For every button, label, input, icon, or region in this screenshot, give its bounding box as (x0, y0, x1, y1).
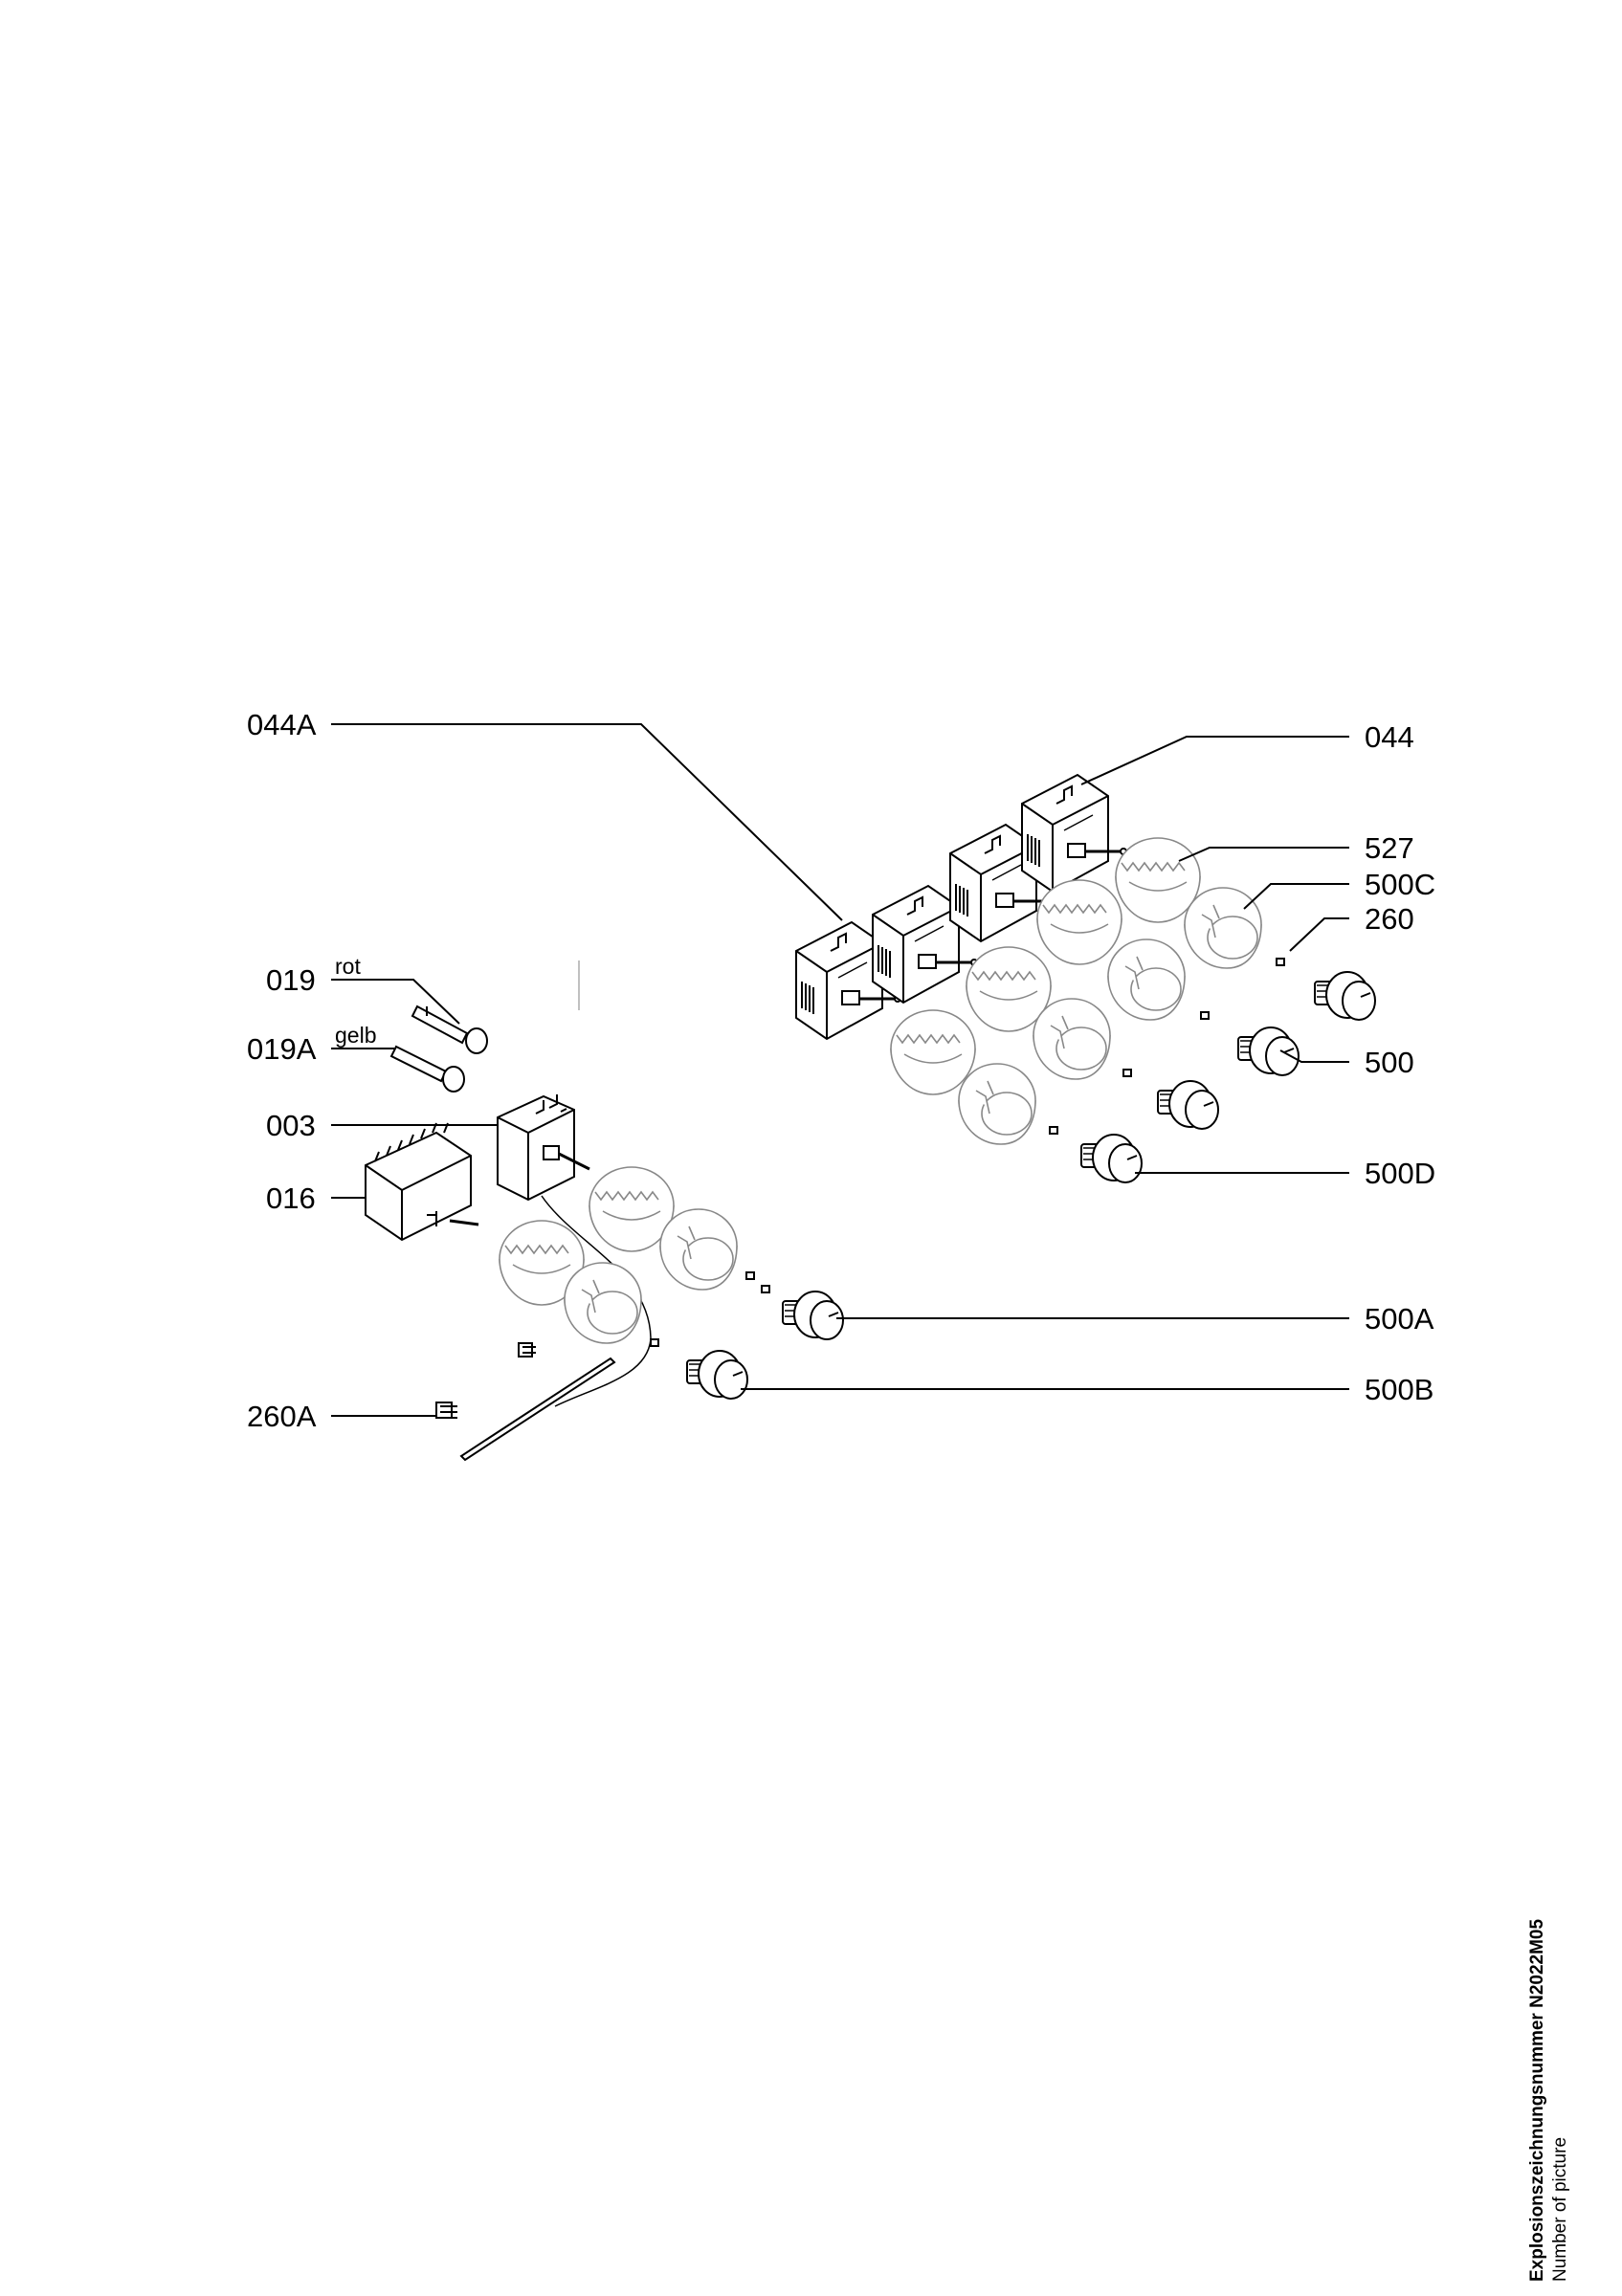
label-019A: 019A (247, 1032, 317, 1066)
cap-l2 (564, 1262, 642, 1344)
clip-l1 (745, 1271, 755, 1280)
leader-044A (331, 723, 843, 921)
cap-r3 (1033, 998, 1111, 1080)
clip-4 (1049, 1126, 1058, 1135)
clip-1 (1276, 958, 1285, 966)
knob-l1 (782, 1291, 844, 1340)
regulator-unit-4 (1020, 773, 1128, 894)
picture-number-caption: Explosionszeichnungsnummer N2022M05 Numb… (1486, 1669, 1601, 2282)
leader-500 (1279, 1049, 1349, 1063)
caption-title: Explosionszeichnungsnummer N2022M05 (1527, 1918, 1547, 2282)
cap-l1 (659, 1208, 738, 1291)
label-260: 260 (1365, 902, 1414, 936)
label-044A: 044A (247, 708, 317, 741)
terminal-clip-a (518, 1342, 536, 1358)
label-500A: 500A (1365, 1302, 1434, 1336)
label-500C: 500C (1365, 868, 1435, 901)
knob-r2 (1237, 1027, 1300, 1076)
knob-r4 (1080, 1134, 1143, 1183)
leader-019 (331, 979, 460, 1025)
label-500D: 500D (1365, 1157, 1435, 1190)
cap-r2 (1107, 938, 1186, 1021)
leader-500C (1243, 883, 1349, 910)
label-003: 003 (266, 1109, 316, 1142)
label-527: 527 (1365, 831, 1414, 865)
leader-044 (1080, 736, 1349, 785)
label-016: 016 (266, 1181, 316, 1215)
selector-switch (365, 1122, 479, 1242)
label-019: 019 (266, 963, 316, 997)
knob-r3 (1157, 1080, 1219, 1130)
bezel-r2 (1036, 879, 1122, 965)
caption-subtitle: Number of picture (1550, 2136, 1570, 2282)
capillary-tube (541, 1195, 652, 1407)
label-260A: 260A (247, 1400, 317, 1433)
leader-260 (1289, 917, 1349, 952)
clip-3 (1122, 1069, 1132, 1077)
label-044: 044 (1365, 720, 1414, 754)
clip-l3 (650, 1338, 659, 1347)
cap-r4 (958, 1063, 1036, 1145)
cap-r1 (1184, 887, 1262, 969)
indicator-lamp-gelb (389, 1045, 465, 1093)
label-500: 500 (1365, 1046, 1414, 1079)
indicator-lamp-rot (411, 1004, 488, 1054)
clip-l2 (761, 1285, 770, 1293)
bezel-r4 (890, 1009, 976, 1095)
knob-r1 (1314, 971, 1376, 1021)
label-rot: rot (335, 954, 361, 979)
thermostat-body (497, 1094, 590, 1202)
label-gelb: gelb (335, 1023, 376, 1048)
terminal-clip-b (435, 1402, 457, 1419)
clip-2 (1200, 1011, 1210, 1020)
label-500B: 500B (1365, 1373, 1433, 1406)
knob-l2 (686, 1350, 748, 1400)
leader-527 (1178, 847, 1349, 862)
sensor-probe (459, 1357, 616, 1462)
